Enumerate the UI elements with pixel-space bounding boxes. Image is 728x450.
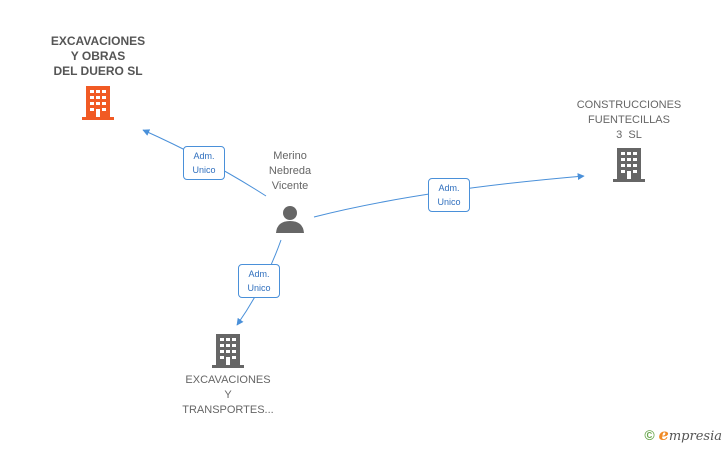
person-node[interactable]: Merino Nebreda Vicente bbox=[245, 149, 335, 234]
person-name-line: Vicente bbox=[271, 180, 309, 192]
edge-label-line: Unico bbox=[192, 165, 216, 175]
brand-logo: empresia bbox=[659, 425, 722, 444]
company-node-focus[interactable]: EXCAVACIONES Y OBRAS DEL DUERO SL bbox=[18, 34, 178, 121]
company-name-line: EXCAVACIONES bbox=[185, 374, 271, 386]
company-name-line: TRANSPORTES... bbox=[182, 404, 274, 416]
company-node-bottom[interactable]: EXCAVACIONES Y TRANSPORTES... bbox=[148, 333, 308, 418]
company-name-line: FUENTECILLAS bbox=[588, 114, 670, 126]
brand-name: mpresia bbox=[668, 429, 722, 444]
edge-label-line: Unico bbox=[437, 197, 461, 207]
company-node-right[interactable]: CONSTRUCCIONES FUENTECILLAS 3 SL bbox=[549, 98, 709, 183]
footer-brand[interactable]: © empresia bbox=[644, 425, 722, 444]
edge-label-line: Unico bbox=[247, 283, 271, 293]
edge-label-line: Adm. bbox=[193, 151, 215, 161]
building-icon bbox=[82, 86, 114, 120]
edge-label-bottom[interactable]: Adm. Unico bbox=[238, 264, 280, 298]
company-name-line: EXCAVACIONES bbox=[50, 34, 146, 48]
edge-label-focus[interactable]: Adm. Unico bbox=[183, 146, 225, 180]
brand-initial: e bbox=[658, 425, 669, 444]
edge-label-right[interactable]: Adm. Unico bbox=[428, 178, 470, 212]
company-name-line: Y OBRAS bbox=[70, 49, 126, 63]
company-name-line: CONSTRUCCIONES bbox=[576, 99, 682, 111]
person-name-line: Nebreda bbox=[268, 165, 312, 177]
copyright-icon: © bbox=[644, 426, 655, 443]
person-name-line: Merino bbox=[273, 150, 307, 162]
building-icon bbox=[613, 148, 645, 182]
edge-label-line: Adm. bbox=[248, 269, 270, 279]
company-name-line: DEL DUERO SL bbox=[53, 64, 143, 78]
building-icon bbox=[212, 334, 244, 368]
company-name-line: Y bbox=[224, 389, 232, 401]
person-icon bbox=[276, 206, 304, 233]
company-name-line: 3 SL bbox=[616, 129, 642, 141]
edge-label-line: Adm. bbox=[438, 183, 460, 193]
